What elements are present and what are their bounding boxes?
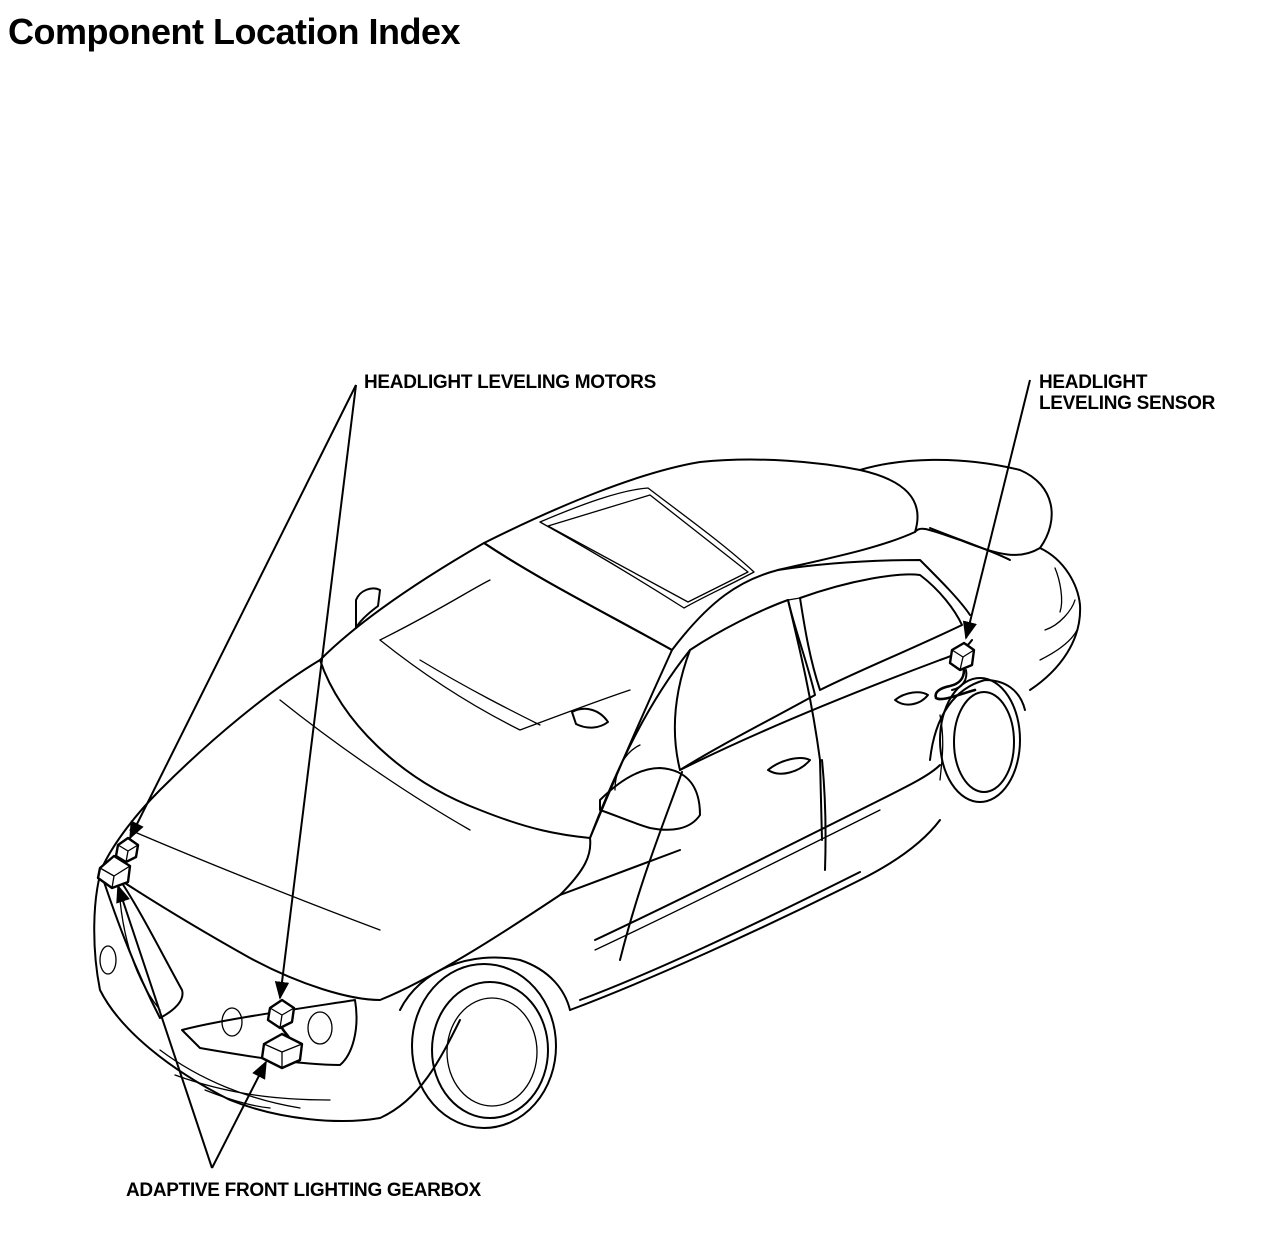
headlamp-left — [99, 869, 184, 1019]
hood — [101, 659, 592, 1001]
rear-quarter — [1029, 547, 1082, 691]
headlight-leveling-sensor — [934, 641, 977, 701]
headlamp-right — [181, 999, 358, 1066]
headlight-leveling-motor-right — [266, 998, 296, 1030]
leader-lines — [116, 379, 1031, 1169]
rear-door — [821, 759, 827, 871]
afl-gearbox-left — [96, 854, 132, 890]
label-headlight-leveling-sensor-line2: LEVELING SENSOR — [1039, 393, 1216, 414]
rear-wheel — [929, 677, 1026, 803]
sunroof — [539, 487, 755, 609]
windshield — [319, 542, 673, 839]
front-bumper — [93, 867, 461, 1122]
door-handle-rear — [894, 691, 929, 706]
leader-gearbox-right — [211, 1060, 267, 1169]
rocker-panel — [569, 819, 941, 1011]
leader-motor-left — [129, 384, 357, 840]
interior-mirror — [571, 707, 609, 729]
label-headlight-leveling-sensor-line1: HEADLIGHT — [1039, 372, 1148, 393]
trunk-lid — [859, 458, 1053, 556]
page-title: Component Location Index — [8, 11, 461, 52]
side-mirror — [599, 767, 701, 831]
side-window-rear — [799, 573, 963, 691]
leader-motor-right — [274, 384, 357, 1000]
front-wheel — [399, 956, 571, 1129]
a-pillar — [589, 649, 691, 839]
b-pillar — [787, 599, 823, 841]
car-illustration — [93, 458, 1082, 1129]
side-window-front — [673, 599, 816, 771]
label-headlight-leveling-motors: HEADLIGHT LEVELING MOTORS — [364, 372, 656, 393]
label-adaptive-front-lighting-gearbox: ADAPTIVE FRONT LIGHTING GEARBOX — [126, 1180, 481, 1201]
leader-gearbox-left — [116, 884, 213, 1169]
door-handle-front — [767, 757, 811, 775]
afl-gearbox-right — [260, 1032, 304, 1070]
components — [96, 641, 977, 1070]
front-door — [619, 771, 683, 961]
leader-sensor — [962, 379, 1031, 640]
car-roof-outline — [483, 458, 919, 651]
